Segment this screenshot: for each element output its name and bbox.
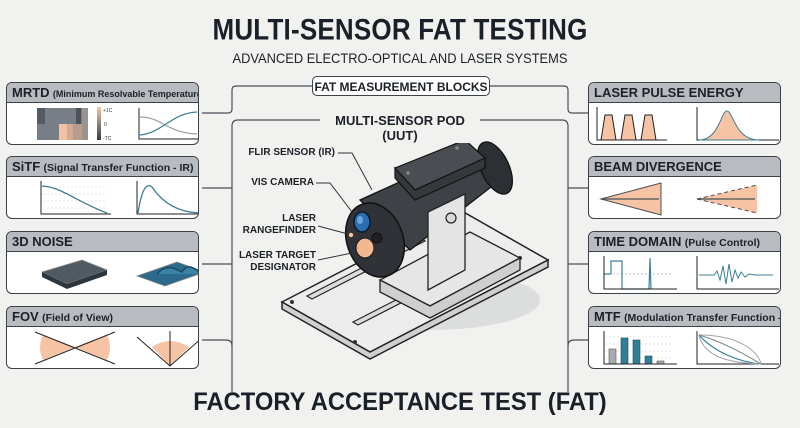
- pod-title: MULTI-SENSOR POD (UUT): [320, 113, 480, 143]
- panel-mrtd: MRTD (Minimum Resolvable Temperature Dif…: [6, 82, 199, 145]
- noise-graphics: [40, 259, 198, 289]
- panel-title: LASER PULSE ENERGY: [594, 85, 744, 100]
- callout-laser-target-designator: LASER TARGET DESIGNATOR: [238, 250, 316, 273]
- footer-title: FACTORY ACCEPTANCE TEST (FAT): [193, 388, 607, 416]
- callout-laser-rangefinder: LASER RANGEFINDER: [242, 213, 316, 236]
- panel-header: LASER PULSE ENERGY: [589, 83, 780, 103]
- colorbar-top-label: +1C: [103, 108, 113, 114]
- callout-flir-sensor: FLIR SENSOR (IR): [248, 147, 335, 158]
- panel-header: MTF (Modulation Transfer Function - VIS): [589, 307, 780, 327]
- panel-subtitle: (Minimum Resolvable Temperature Differen…: [52, 89, 199, 99]
- panel-title: 3D NOISE: [12, 234, 73, 249]
- panel-beam-divergence: BEAM DIVERGENCE: [588, 156, 781, 219]
- mrtd-heatmap: [37, 108, 88, 140]
- panel-subtitle: (Pulse Control): [684, 237, 760, 249]
- fov-graphics: [34, 331, 198, 367]
- mtf-bar: [644, 355, 653, 365]
- time-domain-graphics: [603, 256, 779, 290]
- beam-divergence-graphics: [599, 182, 758, 216]
- page-title: MULTI-SENSOR FAT TESTING: [212, 11, 588, 47]
- panel-header: SiTF (Signal Transfer Function - IR): [7, 157, 198, 177]
- panel-title: FOV: [12, 309, 39, 324]
- panel-3d-noise: 3D NOISE: [6, 231, 199, 294]
- sitf-graphics: [40, 181, 198, 215]
- panel-header: BEAM DIVERGENCE: [589, 157, 780, 177]
- panel-header: 3D NOISE: [7, 232, 198, 252]
- mrtd-colorbar: [97, 107, 101, 140]
- panel-subtitle: (Field of View): [42, 312, 114, 324]
- mtf-graphics: [603, 331, 779, 365]
- mtf-bar: [632, 339, 641, 365]
- panel-subtitle: (Modulation Transfer Function - VIS): [624, 312, 780, 324]
- panel-sitf: SiTF (Signal Transfer Function - IR): [6, 156, 199, 219]
- laser-pulse-graphics: [596, 107, 779, 141]
- fat-measurement-blocks-label: FAT MEASUREMENT BLOCKS: [312, 76, 490, 96]
- colorbar-mid-label: 0: [104, 122, 107, 128]
- connector-right-mtf: [567, 339, 588, 347]
- connector-left-top: [202, 85, 312, 114]
- connector-left-fov: [202, 339, 233, 347]
- panel-title: BEAM DIVERGENCE: [594, 159, 722, 174]
- panel-header: MRTD (Minimum Resolvable Temperature Dif…: [7, 83, 198, 103]
- panel-title: TIME DOMAIN: [594, 234, 682, 249]
- mtf-bar: [608, 348, 617, 365]
- page-subtitle: ADVANCED ELECTRO-OPTICAL AND LASER SYSTE…: [232, 50, 568, 66]
- panel-time-domain: TIME DOMAIN (Pulse Control): [588, 231, 781, 294]
- panel-header: FOV (Field of View): [7, 307, 198, 327]
- mrtd-graphics: +1C 0 -TC: [37, 107, 198, 142]
- panel-laser-pulse-energy: LASER PULSE ENERGY: [588, 82, 781, 145]
- panel-title: SiTF: [12, 159, 41, 174]
- panel-title: MRTD: [12, 85, 50, 100]
- callout-vis-camera: VIS CAMERA: [251, 177, 314, 188]
- pod-illustration: [280, 139, 550, 360]
- mtf-bar: [620, 337, 629, 365]
- colorbar-bottom-label: -TC: [103, 136, 112, 142]
- panel-header: TIME DOMAIN (Pulse Control): [589, 232, 780, 252]
- panel-mtf: MTF (Modulation Transfer Function - VIS): [588, 306, 781, 369]
- connector-right-top: [490, 85, 588, 114]
- panel-fov: FOV (Field of View): [6, 306, 199, 369]
- panel-subtitle: (Signal Transfer Function - IR): [43, 162, 194, 174]
- panel-title: MTF: [594, 309, 621, 324]
